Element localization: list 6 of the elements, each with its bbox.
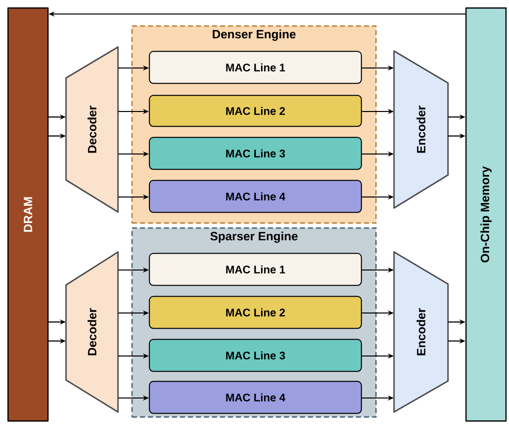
encoder-trapezoid: Encoder xyxy=(393,251,449,413)
encoder-trapezoid: Encoder xyxy=(393,50,449,209)
decoder-trapezoid: Decoder xyxy=(65,251,119,413)
memory-bar: DRAM xyxy=(7,7,49,422)
memory-bar: On-Chip Memory xyxy=(465,7,507,422)
decoder-trapezoid: Decoder xyxy=(65,46,119,213)
